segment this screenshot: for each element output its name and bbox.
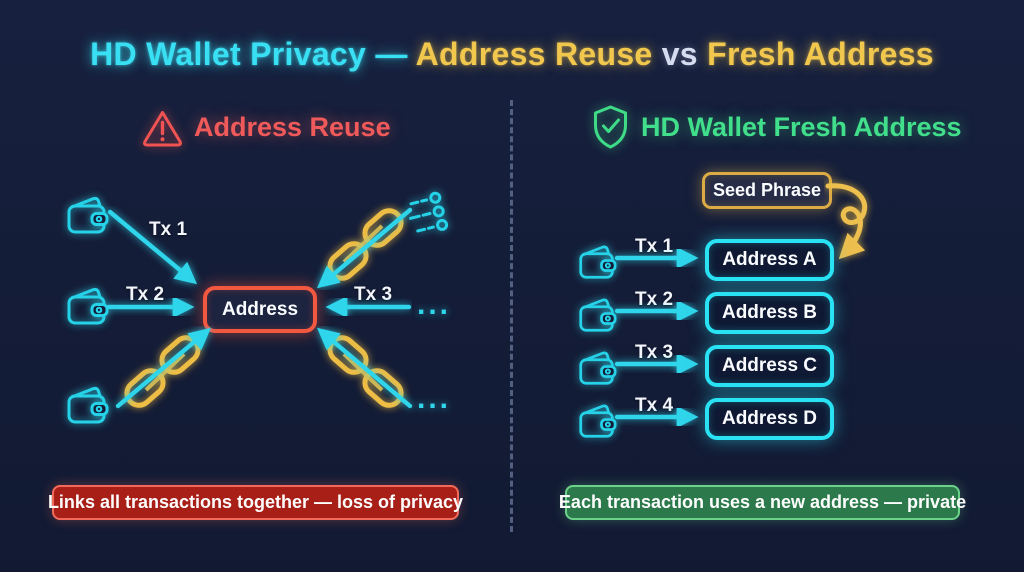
wallet-icon <box>579 351 617 385</box>
title-reuse: Address Reuse <box>415 36 653 72</box>
left-warning-banner: Links all transactions together — loss o… <box>48 485 463 520</box>
tx2-label: Tx 2 <box>126 284 165 305</box>
row-tx-arrow <box>614 249 699 267</box>
right-banner-text: Each transaction uses a new address — pr… <box>558 492 967 512</box>
tx3-arrow <box>325 298 412 316</box>
chain-link-arrow <box>316 327 413 409</box>
ellipsis-more-tx: ... <box>417 288 452 321</box>
tx2-arrow <box>106 298 195 316</box>
seed-phrase-box: Seed Phrase <box>702 172 832 209</box>
row-tx-label: Tx 1 <box>635 236 674 257</box>
fresh-address-box: Address C <box>705 345 834 387</box>
tx3-label: Tx 3 <box>354 284 393 305</box>
derivation-curl-arrow <box>825 183 868 260</box>
fresh-address-label: Address A <box>722 249 817 270</box>
wallet-icon <box>579 298 617 332</box>
row-tx-label: Tx 2 <box>635 289 674 310</box>
fresh-address-box: Address D <box>705 398 834 440</box>
title-privacy: HD Wallet Privacy — <box>90 36 416 72</box>
title-fresh: Fresh Address <box>707 36 934 72</box>
reused-address-box: Address <box>203 286 317 333</box>
warning-icon <box>143 111 182 147</box>
wallet-icon <box>67 386 109 424</box>
fresh-address-box: Address A <box>705 239 834 281</box>
reused-address-label: Address <box>221 298 299 320</box>
wallet-icon <box>67 287 109 325</box>
wallet-icon <box>579 245 617 279</box>
fresh-address-box: Address B <box>705 292 834 334</box>
right-success-banner: Each transaction uses a new address — pr… <box>559 485 966 520</box>
chain-link-arrow <box>115 327 212 409</box>
row-tx-label: Tx 4 <box>635 395 674 416</box>
chain-link-arrow <box>316 207 413 289</box>
shield-check-icon <box>594 105 627 149</box>
row-tx-arrow <box>614 302 699 320</box>
tx1-label: Tx 1 <box>149 219 188 240</box>
row-tx-arrow <box>614 408 699 426</box>
title-vs: vs <box>652 36 708 72</box>
transaction-cluster-icon <box>409 191 449 233</box>
fresh-address-label: Address D <box>721 408 818 429</box>
row-tx-label: Tx 3 <box>635 342 674 363</box>
right-panel-header: HD Wallet Fresh Address <box>641 112 962 142</box>
fresh-address-label: Address C <box>721 355 818 376</box>
wallet-icon <box>579 404 617 438</box>
left-banner-text: Links all transactions together — loss o… <box>47 492 464 512</box>
page-title: HD Wallet Privacy — Address Reuse vs Fre… <box>0 36 1024 73</box>
ellipsis-more-tx: ... <box>417 382 452 415</box>
row-tx-arrow <box>614 355 699 373</box>
seed-phrase-label: Seed Phrase <box>712 180 822 200</box>
left-panel-header: Address Reuse <box>194 112 391 142</box>
tx1-arrow <box>107 209 198 285</box>
panel-divider <box>510 100 513 532</box>
fresh-address-label: Address B <box>721 302 818 323</box>
wallet-icon <box>67 196 109 234</box>
